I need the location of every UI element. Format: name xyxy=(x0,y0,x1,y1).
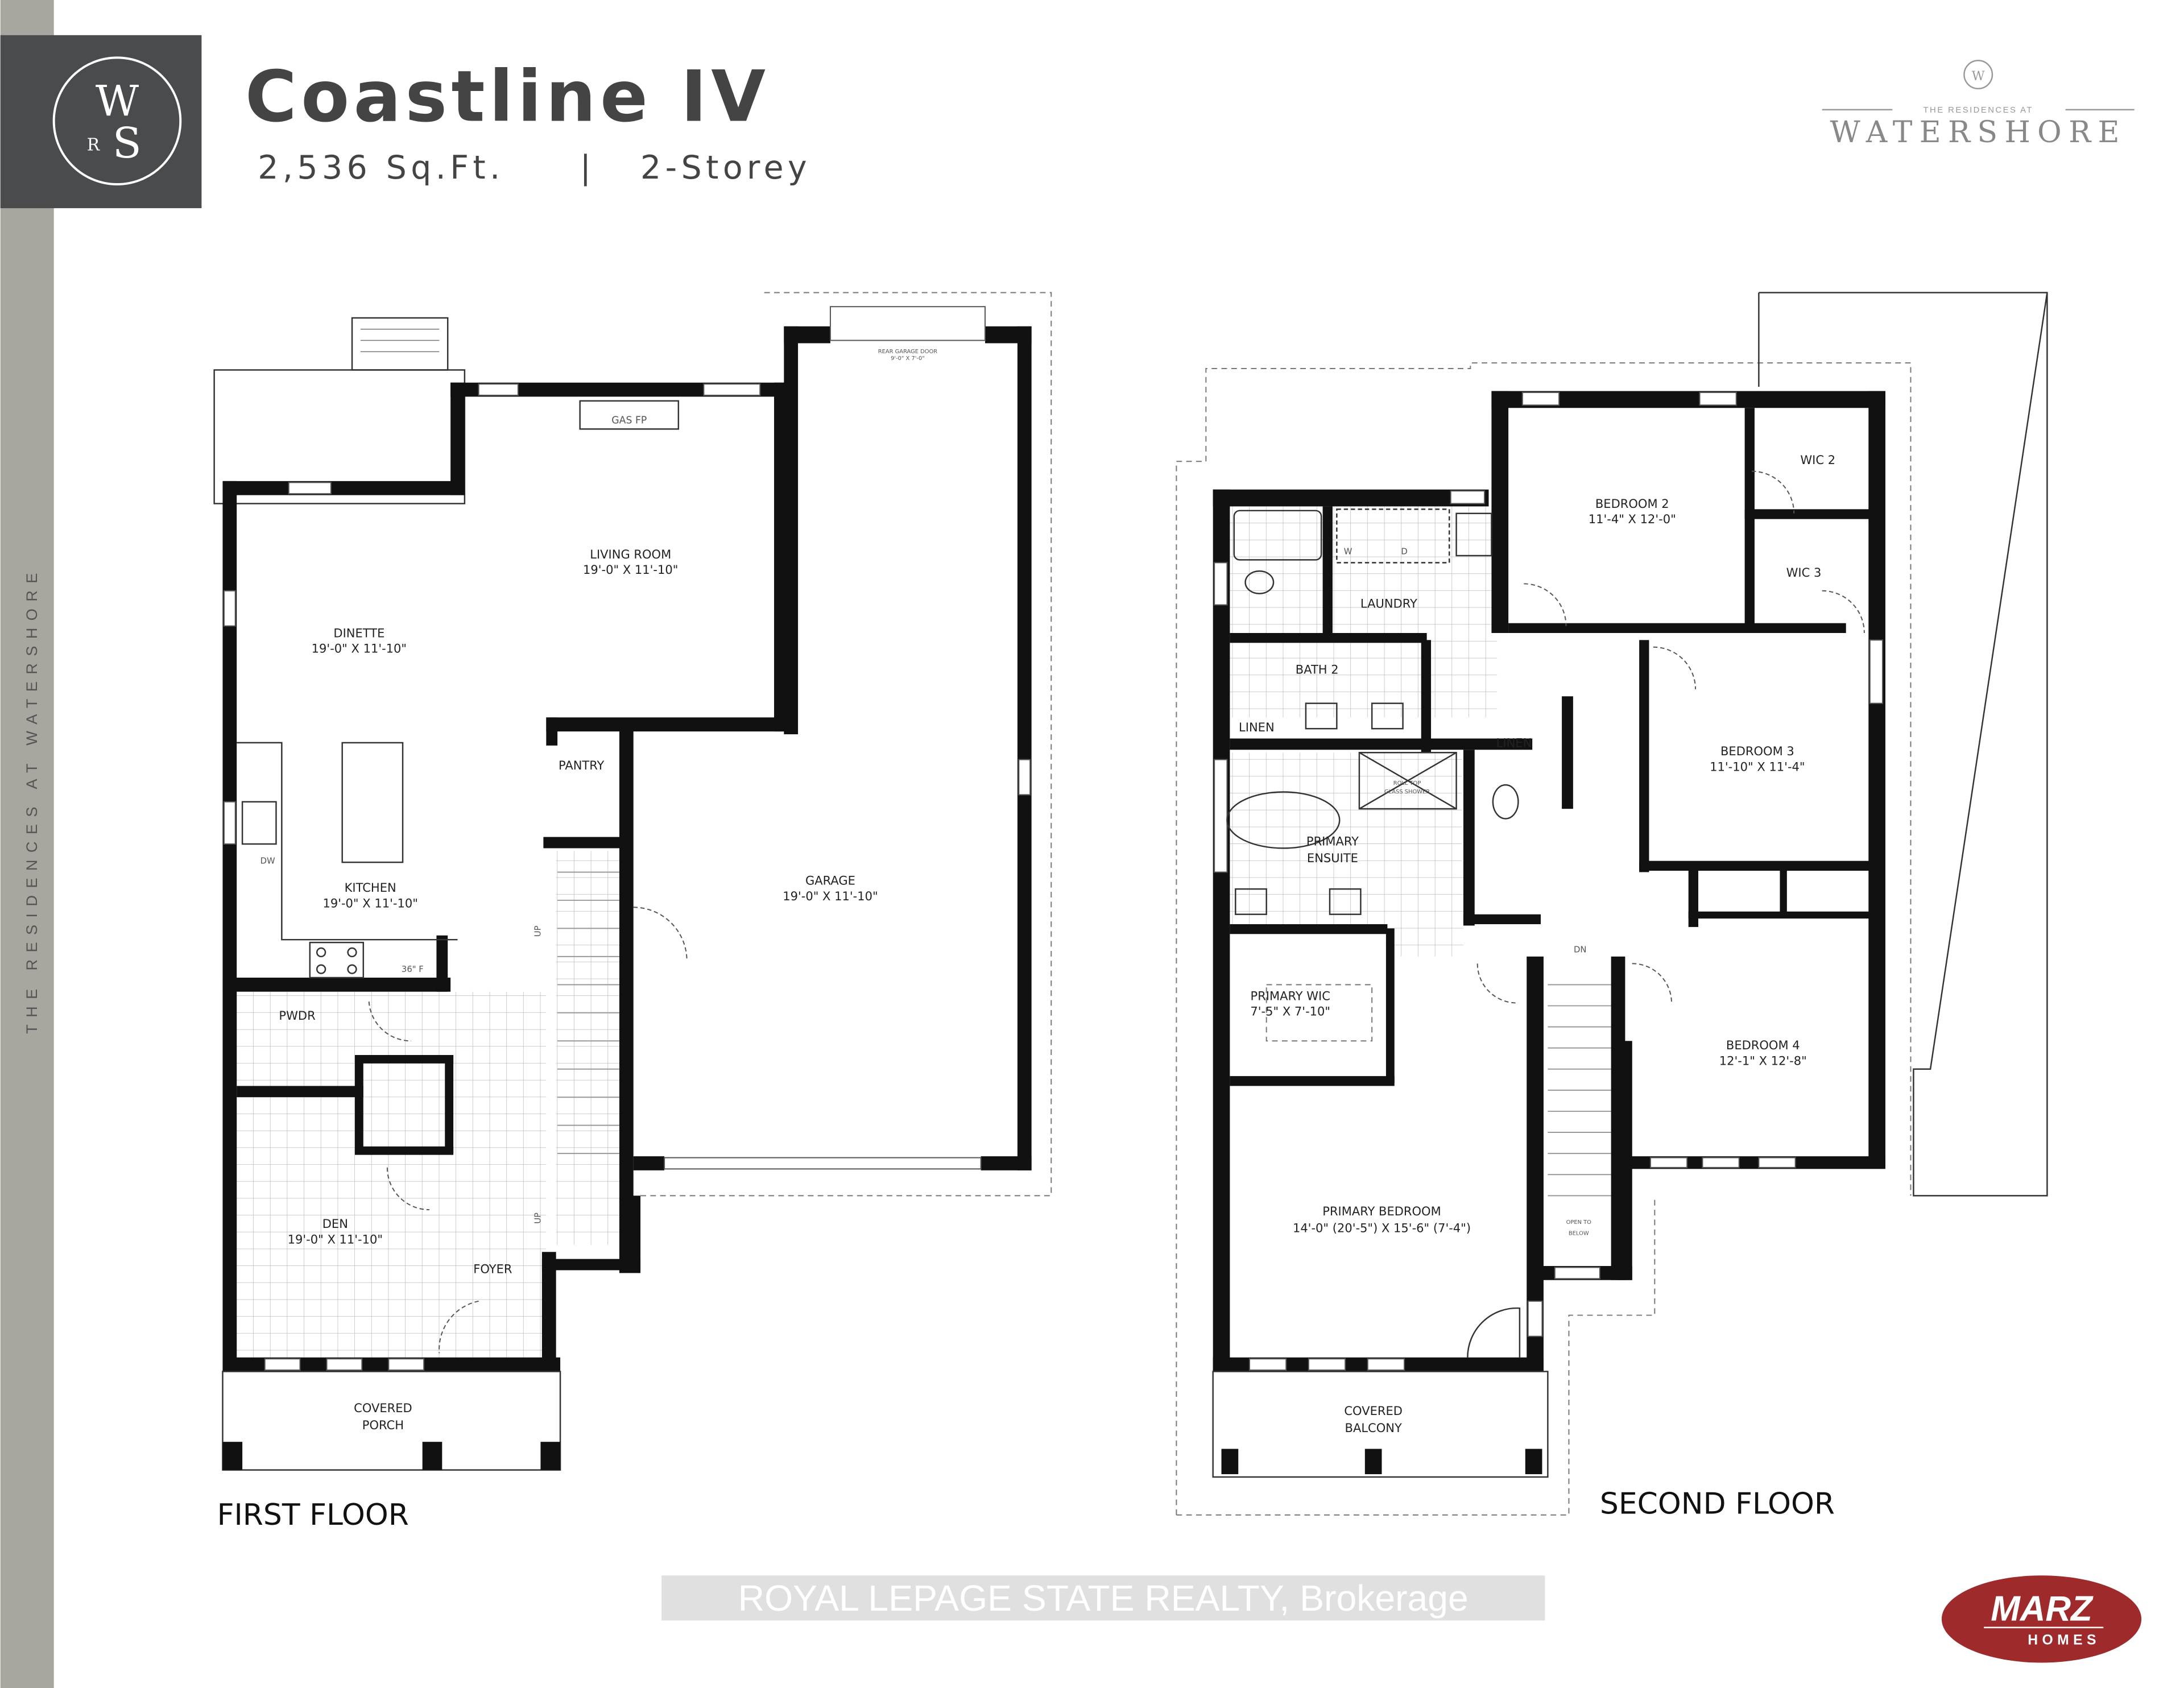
marz-homes-logo: MARZ HOMES xyxy=(1941,1575,2142,1663)
bedroom-2-label: BEDROOM 2 xyxy=(1595,497,1669,511)
porch-label: COVERED xyxy=(354,1401,412,1415)
bedroom-4-dims: 12'-1" X 12'-8" xyxy=(1719,1053,1807,1068)
watermark-text: ROYAL LEPAGE STATE REALTY, Brokerage xyxy=(738,1578,1469,1619)
plan-title: Coastline IV xyxy=(245,56,770,138)
first-floor-plan xyxy=(213,292,1052,1471)
den-label: DEN xyxy=(322,1217,348,1231)
svg-text:WATERSHORE: WATERSHORE xyxy=(1830,115,2127,150)
fridge-label: 36" F xyxy=(402,965,424,974)
bedroom-3-dims: 11'-10" X 11'-4" xyxy=(1710,759,1805,773)
stairs-dn-label: DN xyxy=(1574,945,1587,954)
balcony-label: COVERED xyxy=(1344,1404,1403,1418)
watermark-bg xyxy=(661,1575,1545,1621)
balcony-label-2: BALCONY xyxy=(1345,1421,1402,1435)
shower-label: ROLL TOP xyxy=(1393,780,1421,787)
first-floor-title: FIRST FLOOR xyxy=(217,1498,409,1532)
svg-text:W: W xyxy=(1972,69,1985,84)
wic-3-label: WIC 3 xyxy=(1786,565,1822,580)
laundry-label: LAUNDRY xyxy=(1360,596,1417,610)
up-label-1: UP xyxy=(533,925,543,937)
storeys: 2-Storey xyxy=(640,149,811,187)
dw-label: DW xyxy=(260,857,275,866)
svg-text:THE RESIDENCES AT: THE RESIDENCES AT xyxy=(1924,106,2033,115)
watershore-logo: W THE RESIDENCES AT WATERSHORE xyxy=(1822,60,2135,150)
ensuite-label: PRIMARY xyxy=(1306,834,1359,848)
ensuite-label-2: ENSUITE xyxy=(1307,851,1358,865)
side-banner-text: THE RESIDENCES AT WATERSHORE xyxy=(23,566,40,1034)
second-floor-plan xyxy=(1176,292,2048,1516)
ws-monogram-logo: W S R xyxy=(52,56,182,185)
sqft: 2,536 Sq.Ft. xyxy=(258,149,504,187)
living-room-label: LIVING ROOM xyxy=(590,547,671,561)
svg-text:R: R xyxy=(87,135,101,155)
svg-text:W: W xyxy=(96,77,139,126)
garage-dims: 19'-0" X 11'-10" xyxy=(783,889,878,903)
primary-wic-label: PRIMARY WIC xyxy=(1251,989,1330,1003)
garage-door-dims: 9'-0" X 7'-0" xyxy=(891,355,925,362)
open-to-below-label: OPEN TO xyxy=(1566,1219,1592,1226)
kitchen-dims: 19'-0" X 11'-10" xyxy=(322,896,417,910)
living-room-dims: 19'-0" X 11'-10" xyxy=(583,562,678,577)
bedroom-2-dims: 11'-4" X 12'-0" xyxy=(1589,512,1676,526)
bedroom-4-label: BEDROOM 4 xyxy=(1726,1038,1800,1052)
bedroom-3-label: BEDROOM 3 xyxy=(1720,744,1794,758)
logo-box xyxy=(0,35,202,209)
svg-text:MARZ: MARZ xyxy=(1991,1589,2094,1628)
gas-fp-label: GAS FP xyxy=(611,415,647,426)
foyer-label: FOYER xyxy=(473,1261,512,1276)
open-to-below-label-2: BELOW xyxy=(1569,1231,1589,1237)
separator: | xyxy=(580,149,591,187)
den-dims: 19'-0" X 11'-10" xyxy=(288,1232,383,1246)
shower-label-2: GLASS SHOWER xyxy=(1384,789,1430,795)
garage-label: GARAGE xyxy=(805,874,855,888)
primary-bedroom-dims: 14'-0" (20'-5") X 15'-6" (7'-4") xyxy=(1293,1221,1471,1235)
side-strip xyxy=(0,0,54,1688)
garage-door-label: REAR GARAGE DOOR xyxy=(878,349,937,355)
linen-1-label: LINEN xyxy=(1239,720,1275,734)
dryer-label: D xyxy=(1401,547,1407,556)
up-label-2: UP xyxy=(533,1213,543,1224)
pantry-label: PANTRY xyxy=(559,758,605,772)
washer-label: W xyxy=(1344,547,1352,556)
dinette-dims: 19'-0" X 11'-10" xyxy=(312,642,407,656)
bath-2-label: BATH 2 xyxy=(1296,663,1339,677)
svg-text:HOMES: HOMES xyxy=(2028,1632,2100,1648)
kitchen-label: KITCHEN xyxy=(345,880,396,895)
dinette-label: DINETTE xyxy=(333,626,384,640)
primary-bedroom-label: PRIMARY BEDROOM xyxy=(1322,1204,1441,1218)
linen-2-label: LINEN xyxy=(1496,735,1532,750)
second-floor-title: SECOND FLOOR xyxy=(1600,1487,1835,1521)
pwdr-label: PWDR xyxy=(279,1008,315,1023)
primary-wic-dims: 7'-5" X 7'-10" xyxy=(1250,1004,1330,1019)
svg-text:S: S xyxy=(113,119,142,168)
wic-2-label: WIC 2 xyxy=(1800,453,1835,467)
porch-label-2: PORCH xyxy=(362,1418,404,1432)
